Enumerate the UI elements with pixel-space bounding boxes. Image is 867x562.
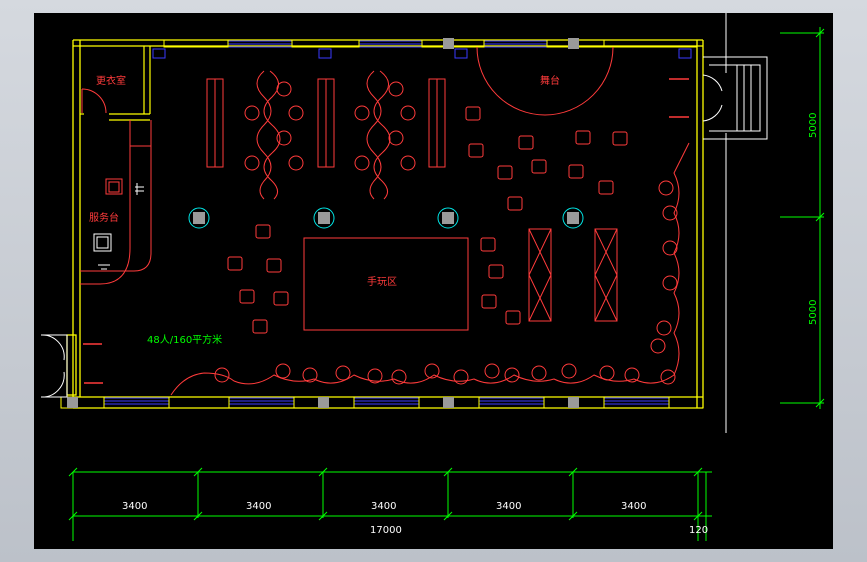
dimension-vertical-lower: 5000 — [808, 300, 819, 325]
perimeter-wave-seating — [170, 142, 690, 396]
windows-top — [228, 40, 547, 48]
windows-bottom — [104, 397, 669, 405]
right-entry-markers — [669, 78, 689, 118]
service-chair-2 — [93, 233, 112, 252]
dimension-segment-1: 3400 — [122, 501, 147, 512]
capacity-note: 48人/160平方米 — [147, 333, 222, 346]
stage-label: 舞台 — [540, 74, 560, 87]
phone-icon — [98, 183, 144, 270]
handicraft-area-label: 手玩区 — [367, 275, 397, 288]
dimension-segment-4: 3400 — [496, 501, 521, 512]
exterior-wall — [66, 39, 704, 409]
vertical-dimension — [780, 27, 825, 409]
cad-drawing-canvas: 更衣室 服务台 — [34, 13, 833, 549]
entry-markers — [83, 343, 103, 384]
wavy-seating-left — [244, 70, 304, 200]
display-shelves — [206, 78, 446, 168]
dimension-segment-5: 3400 — [621, 501, 646, 512]
stools-center — [227, 224, 521, 334]
dimension-segment-2: 3400 — [246, 501, 271, 512]
stools-right — [465, 106, 628, 211]
interior-columns — [188, 207, 584, 229]
service-desk-label: 服务台 — [89, 211, 119, 224]
dressing-room-door — [81, 88, 107, 114]
dressing-room-label: 更衣室 — [96, 74, 126, 87]
dimension-segment-3: 3400 — [371, 501, 396, 512]
horizontal-dimensions — [68, 467, 712, 541]
dimension-total: 17000 — [370, 525, 402, 536]
handicraft-table — [303, 237, 469, 331]
service-desk — [80, 120, 152, 285]
stage-outline — [476, 46, 614, 116]
left-entry-doors — [40, 334, 68, 398]
wavy-seating-right — [354, 70, 416, 200]
dimension-end-offset: 120 — [689, 525, 708, 536]
right-stairs — [702, 13, 768, 433]
storage-cabinets — [528, 228, 618, 322]
floor-plan: 更衣室 服务台 — [40, 13, 825, 541]
dimension-vertical-upper: 5000 — [808, 113, 819, 138]
wall-columns — [67, 38, 579, 408]
window-frames-bottom — [60, 396, 704, 409]
service-chair — [105, 178, 123, 195]
small-wall-columns — [152, 48, 692, 59]
